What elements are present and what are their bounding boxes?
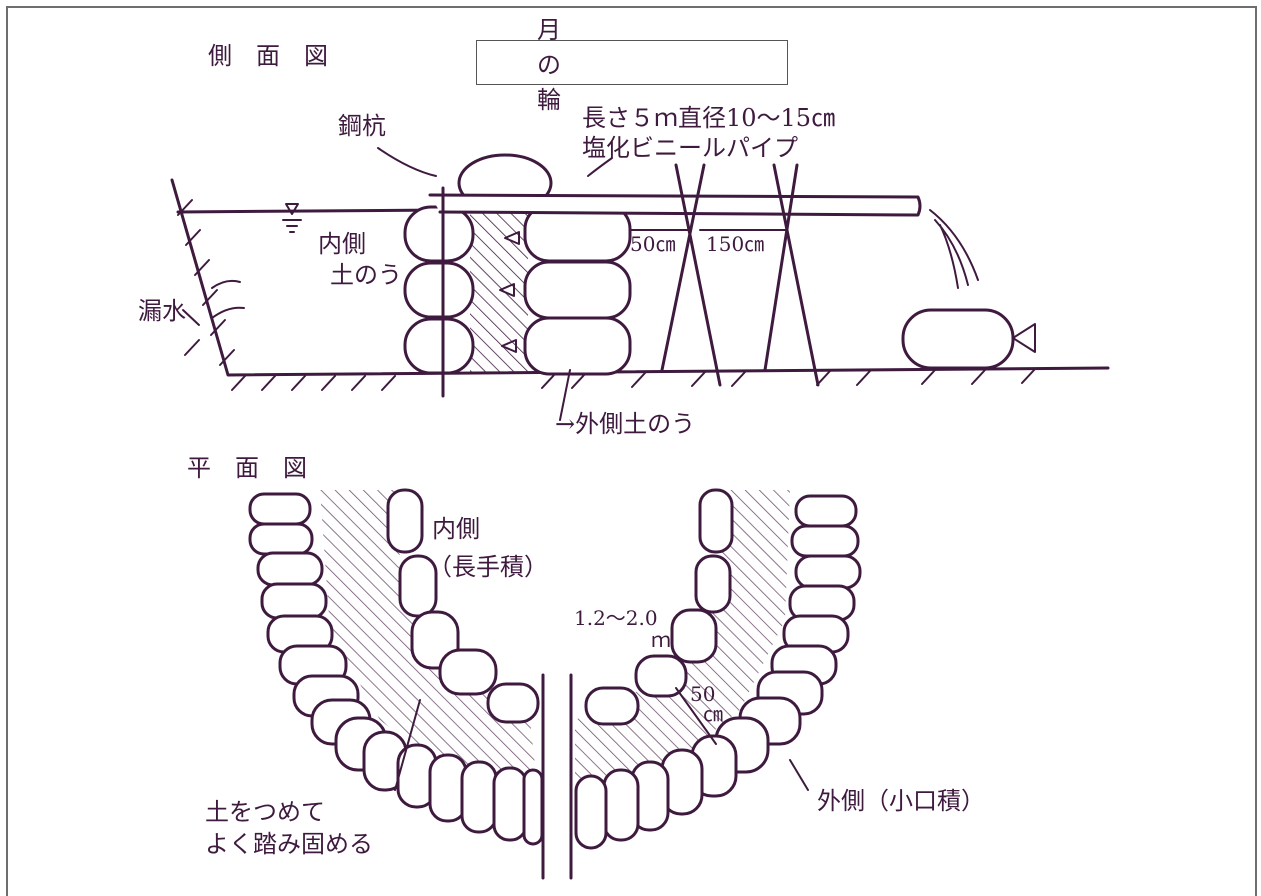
fill-label-2: よく踏み固める <box>205 830 373 858</box>
inner-sandbag <box>403 261 475 319</box>
gap-dimension <box>675 687 717 745</box>
slope-hatch <box>177 199 235 366</box>
outer-sandbag <box>523 316 632 376</box>
leak-label: 漏水 <box>138 297 186 325</box>
gap-label-1: 50 <box>690 682 716 706</box>
title-box: 月 の 輪 <box>476 16 788 114</box>
plan-inner-right-bags <box>584 488 734 726</box>
page-frame <box>6 6 1257 896</box>
center-gap-lines <box>541 673 573 880</box>
spacing-label-1: 1.2～2.0 <box>574 606 658 630</box>
water-level-symbol <box>282 203 302 233</box>
plan-inner-label-1: 内側 <box>432 515 480 543</box>
outer-bag-leader <box>559 369 571 421</box>
vinyl-pipe <box>428 193 922 217</box>
inner-bag-label-1: 内側 <box>318 230 366 258</box>
bag-tie-marks <box>499 231 520 353</box>
outer-sandbag <box>523 260 632 320</box>
support-stakes <box>660 163 820 387</box>
dim-50-label: 50㎝ <box>630 232 676 256</box>
inner-sandbag <box>403 317 475 375</box>
side-view-drawing <box>170 147 1110 421</box>
pile-leader <box>377 147 437 177</box>
outer-leader <box>789 759 809 791</box>
plan-view-heading: 平 面 図 <box>187 454 307 482</box>
plan-outer-right-bags <box>574 494 862 850</box>
plan-view-drawing <box>248 488 862 880</box>
spacing-label-2: ｍ <box>651 628 671 652</box>
plan-outer-label: 外側（小口積） <box>817 787 985 815</box>
dim-150-label: 150㎝ <box>706 232 765 256</box>
leak-arrows <box>211 279 245 319</box>
inner-sandbag <box>403 205 475 263</box>
pipe-leader <box>587 157 613 177</box>
inner-bag-label-2: 土のう <box>330 261 402 289</box>
steel-pile-label: 鋼杭 <box>338 112 386 140</box>
plan-outer-left-bags <box>248 492 544 846</box>
plan-inner-left-bags <box>386 488 540 724</box>
title-text: 月 の 輪 <box>537 16 705 114</box>
outflow-water <box>929 209 979 289</box>
bag-tie <box>1012 323 1036 353</box>
fill-label-1: 土をつめて <box>205 798 325 826</box>
single-sandbag <box>901 308 1015 370</box>
side-view-heading: 側 面 図 <box>208 42 328 70</box>
outer-bag-label: →外側土のう <box>555 410 696 438</box>
fill-leader <box>394 699 421 791</box>
gap-label-2: ㎝ <box>703 702 723 726</box>
ground-hatch <box>231 368 1036 391</box>
pipe-material-label: 塩化ビニールパイプ <box>582 134 798 162</box>
plan-inner-label-2: （長手積） <box>428 553 548 581</box>
pipe-spec-label: 長さ５ｍ直径10～15㎝ <box>582 104 836 132</box>
